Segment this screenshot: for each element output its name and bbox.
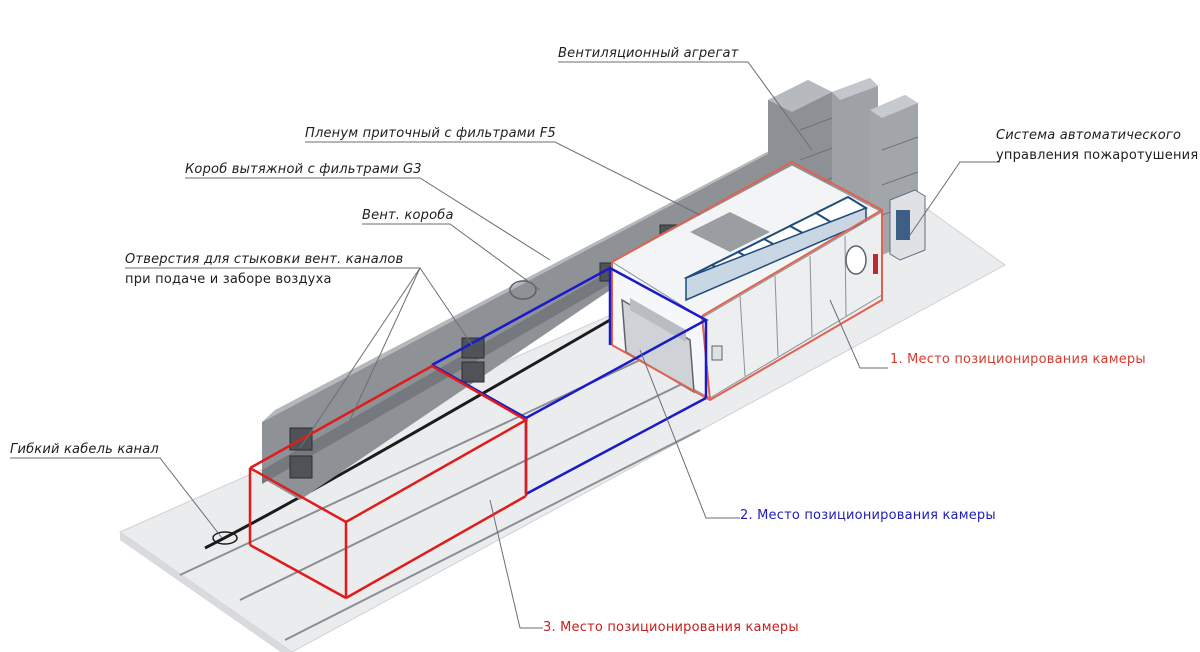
paint-booth — [611, 164, 884, 399]
plenum-label: Пленум приточный с фильтрами F5 — [305, 126, 556, 141]
vent-unit-label: Вентиляционный агрегат — [558, 46, 739, 61]
position-1-label: 1. Место позиционирования камеры — [890, 352, 1146, 367]
leader-lines — [10, 61, 1000, 629]
position-2-outline — [431, 266, 709, 496]
openings-label-line1: Отверстия для стыковки вент. каналов — [125, 252, 404, 267]
flexible-cable-channel — [204, 318, 611, 550]
fire-system-label-line2: управления пожаротушения — [996, 148, 1199, 163]
position-3-outline — [248, 364, 529, 600]
exhaust-box-label: Короб вытяжной с фильтрами G3 — [185, 162, 422, 177]
position-2-label: 2. Место позиционирования камеры — [740, 508, 996, 523]
fire-system-label-line1: Система автоматического — [996, 128, 1182, 143]
floor-rails — [179, 359, 701, 641]
openings-label-line2: при подаче и заборе воздуха — [125, 272, 332, 287]
fire-suppression-cabinet — [889, 189, 926, 261]
position-3-label: 3. Место позиционирования камеры — [543, 620, 799, 635]
cable-channel-label: Гибкий кабель канал — [10, 442, 159, 457]
vent-ducts-label: Вент. короба — [362, 208, 454, 223]
